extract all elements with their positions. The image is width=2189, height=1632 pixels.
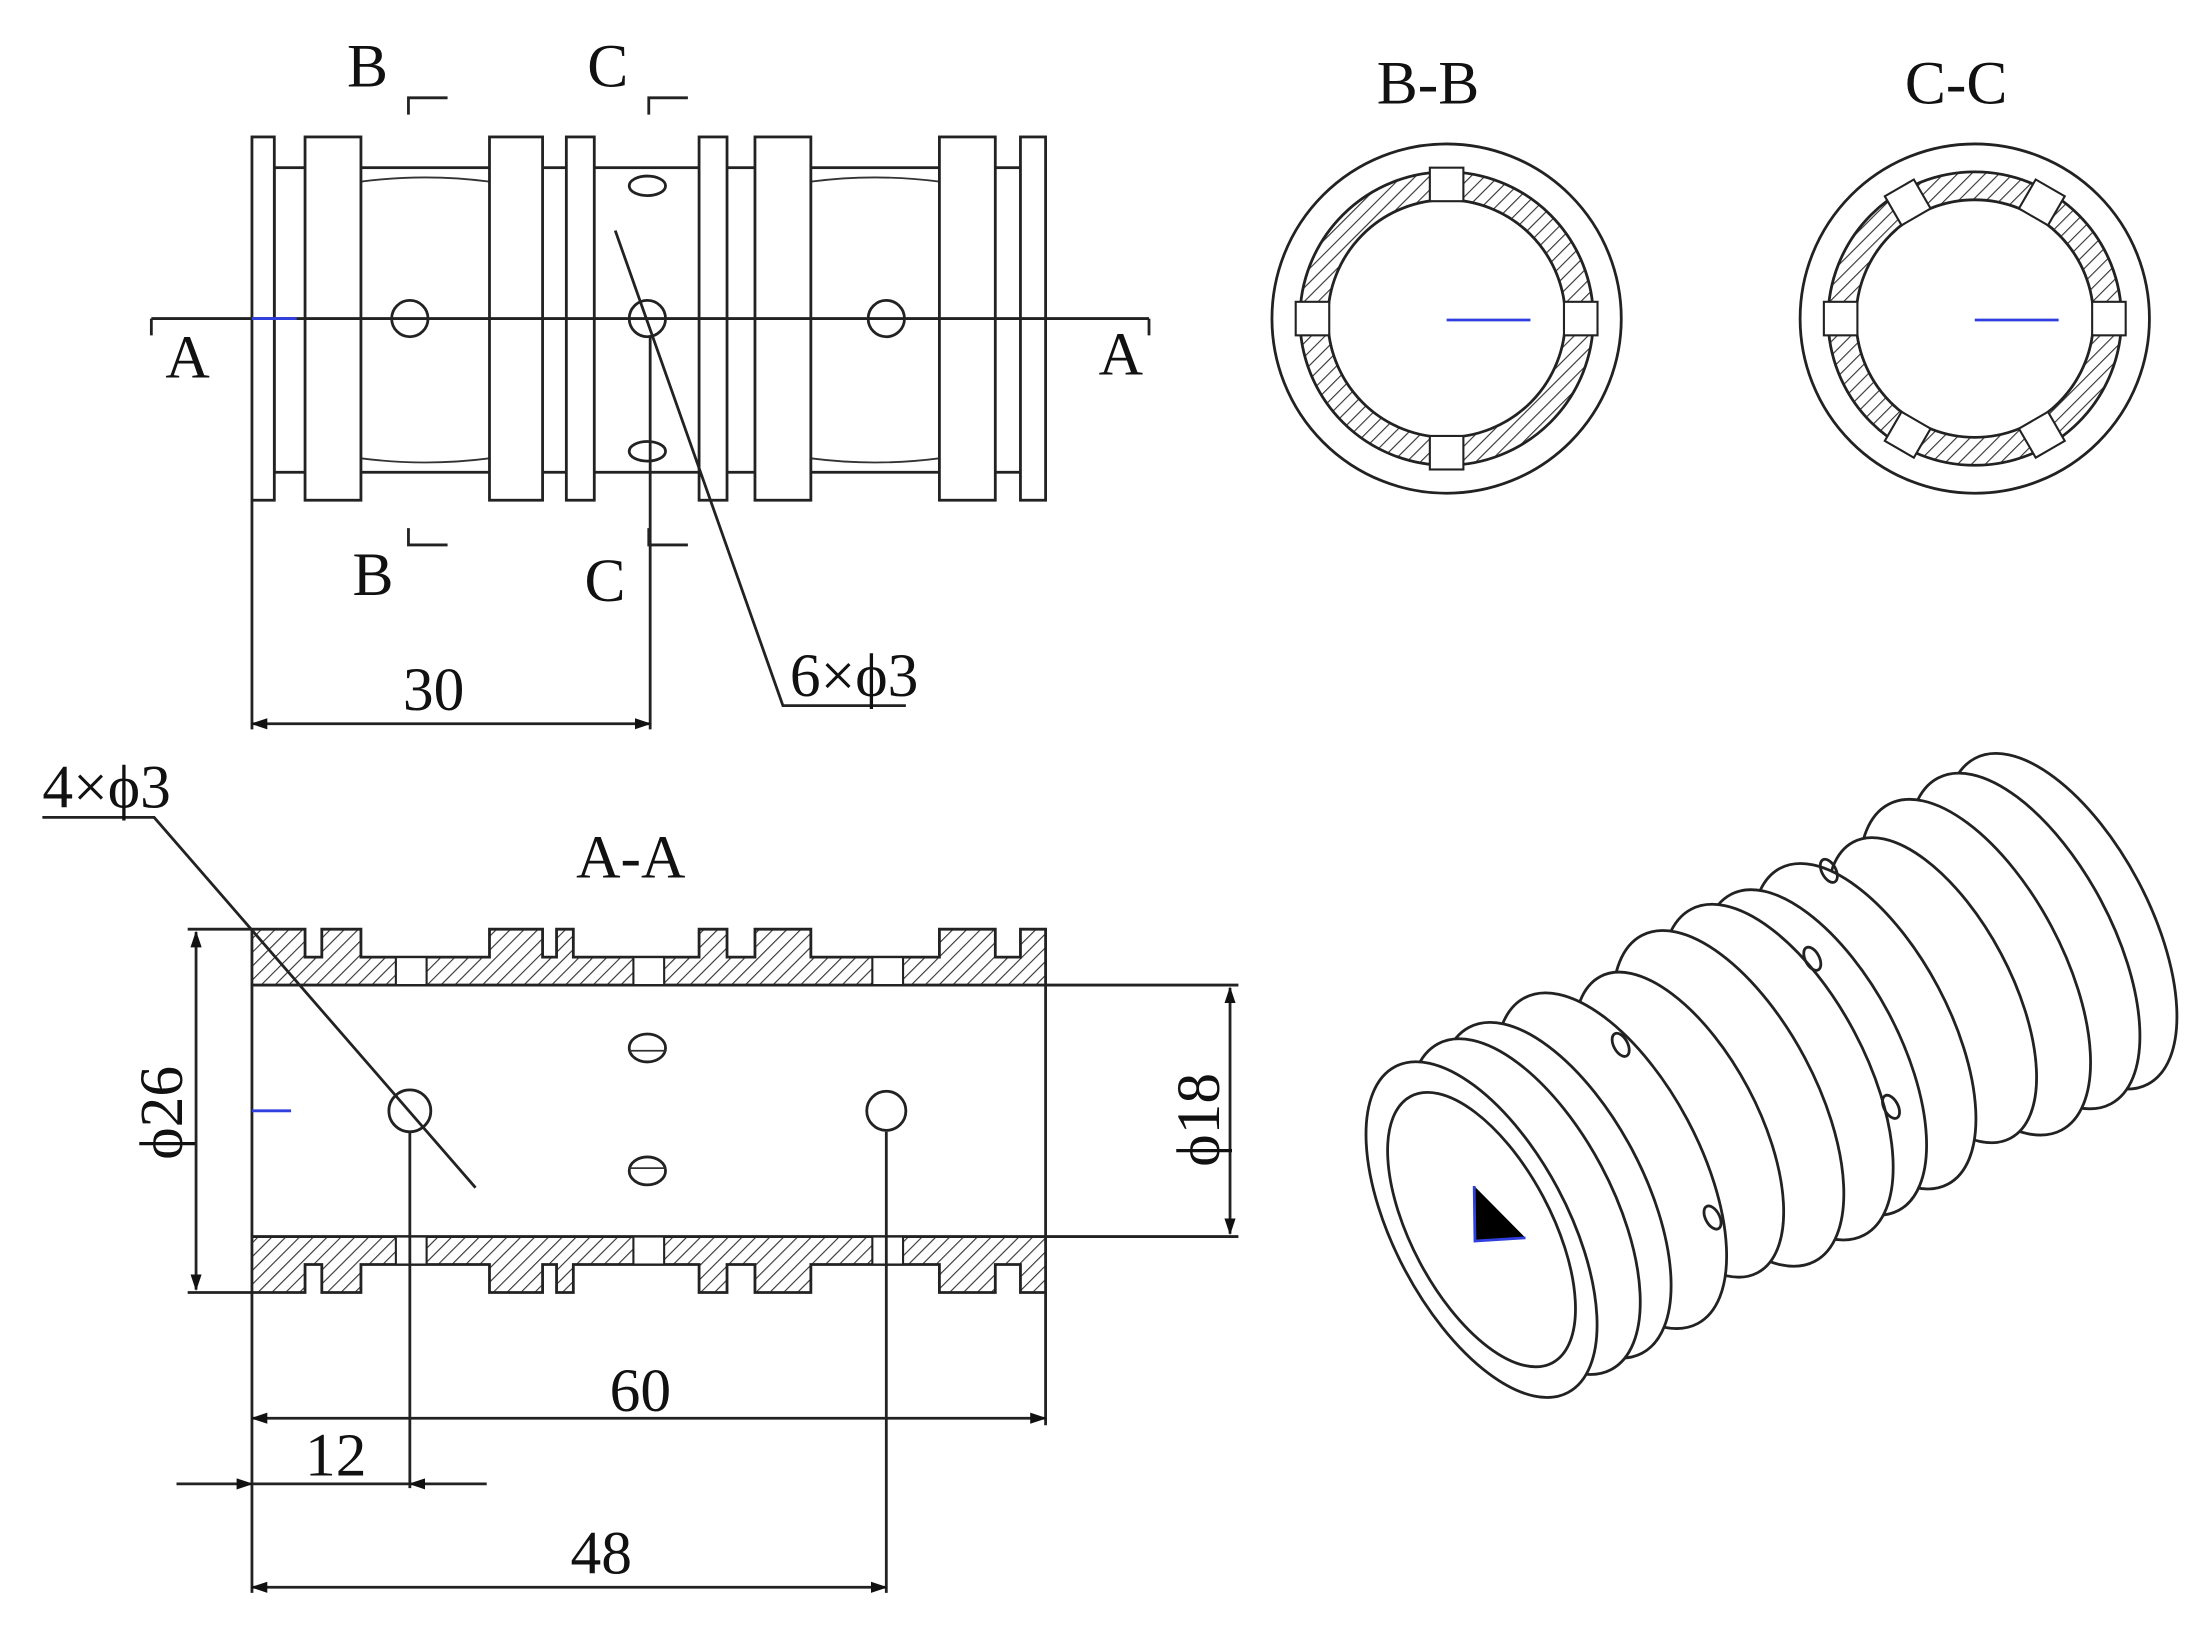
section-cc-title: C-C: [1905, 49, 2007, 117]
section-aa: A-A ϕ26 ϕ18 60 12 48 4×ϕ3: [42, 754, 1239, 1593]
dim-outer-diameter: ϕ26: [128, 1066, 196, 1160]
section-bb: B-B: [1270, 49, 1623, 495]
cut-label-a-left: A: [165, 323, 209, 391]
dim-4x-phi3: 4×ϕ3: [42, 754, 171, 822]
front-view: B C B C A A 30 6×ϕ3: [149, 33, 1151, 730]
cut-label-c-bottom: C: [585, 547, 626, 615]
dim-first-hole-12: 12: [305, 1422, 366, 1490]
cut-label-b-bottom: B: [353, 541, 394, 609]
dim-6x-phi3: 6×ϕ3: [790, 642, 919, 710]
cut-label-a-right: A: [1099, 320, 1143, 388]
cut-label-b-top: B: [347, 33, 388, 101]
isometric-view: [1364, 752, 2179, 1399]
dim-inner-diameter: ϕ18: [1165, 1073, 1233, 1167]
dim-hole-span-48: 48: [571, 1519, 632, 1587]
section-aa-title: A-A: [576, 823, 685, 891]
cut-label-c-top: C: [587, 33, 628, 101]
dim-length-60: 60: [610, 1357, 671, 1425]
section-bb-title: B-B: [1377, 49, 1479, 117]
dim-spacing-30: 30: [403, 656, 464, 724]
section-cc: C-C: [1798, 49, 2151, 495]
